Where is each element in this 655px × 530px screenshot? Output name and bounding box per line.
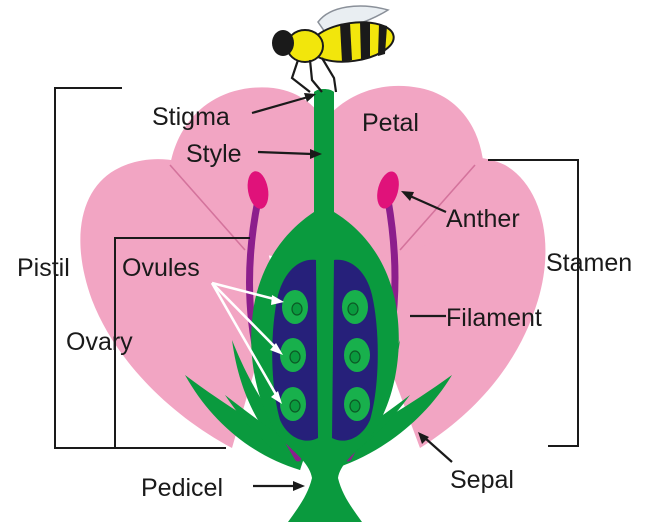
label-stigma: Stigma [152,103,230,131]
bee-stripe [378,24,387,56]
label-stamen: Stamen [546,249,632,277]
ovule [280,387,306,421]
ovule [280,338,306,372]
label-filament: Filament [446,304,542,332]
label-style: Style [186,140,242,168]
label-anther: Anther [446,205,520,233]
bee-stripe [360,22,370,60]
bee-leg [322,58,336,92]
label-sepal: Sepal [450,466,514,494]
ovule [282,290,308,324]
label-petal: Petal [362,109,419,137]
label-pistil: Pistil [17,254,70,282]
bee-leg [292,60,310,92]
bee-stripe [340,23,352,62]
label-ovules: Ovules [122,254,200,282]
ovule [344,387,370,421]
label-pedicel: Pedicel [141,474,223,502]
bee-illustration [272,6,396,92]
ovule [342,290,368,324]
ovule [344,338,370,372]
label-ovary: Ovary [66,328,133,356]
pedicel-arrowhead [293,481,305,491]
bee-leg [310,60,322,92]
bee-head [272,30,294,56]
sepal-leader [425,438,452,462]
